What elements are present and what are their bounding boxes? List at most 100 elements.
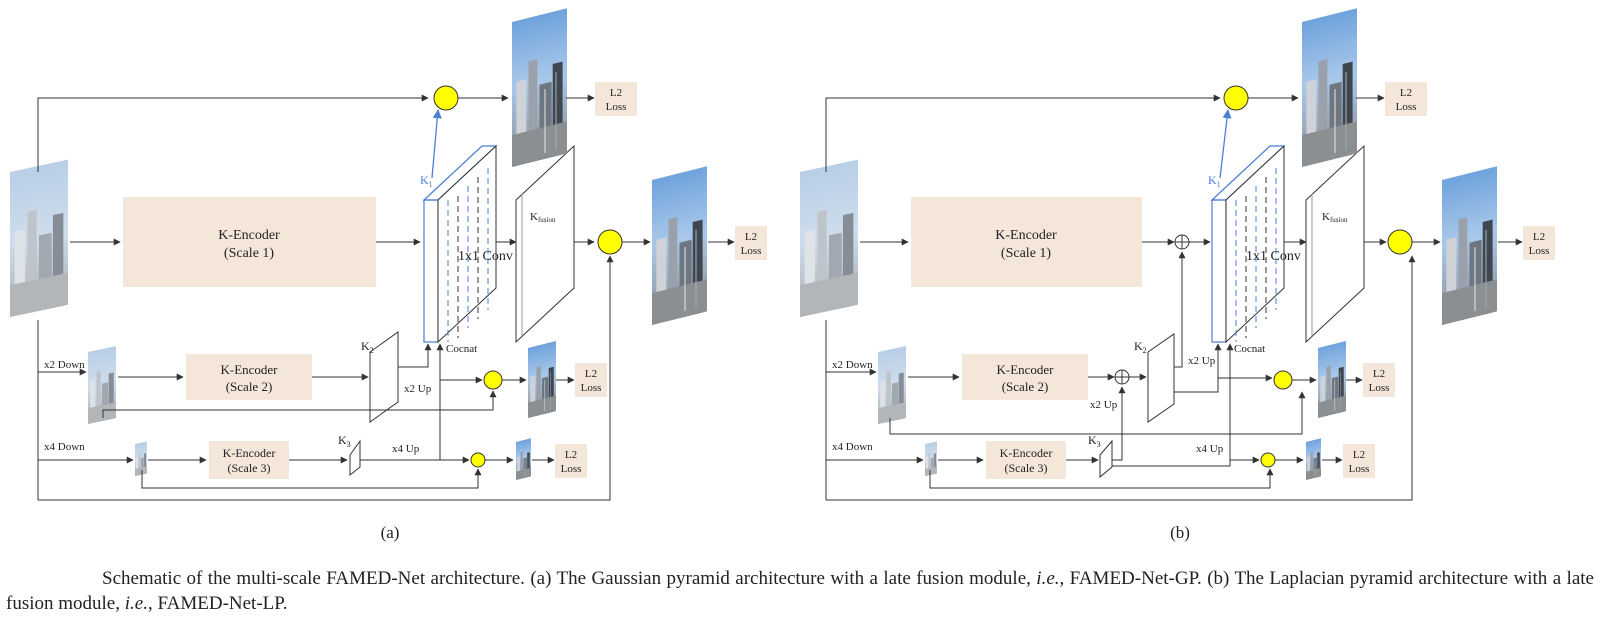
loss-line1: L2: [1400, 87, 1412, 99]
input-image-scale3: [925, 441, 937, 476]
caption-part1: Schematic of the multi-scale FAMED-Net a…: [102, 568, 1037, 589]
encoder-box-scale1: [911, 197, 1142, 287]
k1-label: K1: [1208, 173, 1221, 189]
output-image-scale2: [1317, 340, 1347, 419]
output-image-final: [1440, 164, 1499, 327]
conv-label: 1x1 Conv: [458, 249, 513, 264]
up-label-x2: x2 Up: [404, 383, 432, 395]
output-image-top: [510, 6, 569, 169]
encoder-name-scale2: K-Encoder: [220, 362, 278, 377]
k3-label: K3: [338, 433, 351, 449]
kfusion-block: [515, 144, 575, 344]
kfusion-label: Kfusion: [1322, 211, 1348, 224]
kfusion-label: Kfusion: [530, 211, 556, 224]
k3-label: K3: [1088, 433, 1101, 449]
loss-line2: Loss: [1369, 382, 1390, 394]
fusion-circle-scale3: [1260, 452, 1276, 468]
k2-label: K2: [361, 339, 374, 355]
loss-line1: L2: [1533, 231, 1545, 243]
concat-label: Cocnat: [1234, 343, 1265, 355]
encoder-name-scale1: K-Encoder: [218, 228, 280, 243]
encoder-name-scale1: K-Encoder: [995, 228, 1057, 243]
loss-line2: Loss: [581, 382, 602, 394]
caption-ie2: i.e.: [124, 593, 148, 614]
output-image-scale3: [515, 437, 532, 481]
input-image-scale2: [878, 346, 906, 424]
loss-box-scale2: [575, 363, 607, 397]
loss-line2: Loss: [1396, 101, 1417, 113]
encoder-name-scale2: K-Encoder: [996, 362, 1054, 377]
output-image-scale2: [527, 340, 557, 419]
input-image-scale2: [88, 346, 116, 424]
input-image-scale1: [800, 159, 858, 317]
loss-box-final: [1523, 226, 1555, 260]
loss-line1: L2: [1373, 368, 1385, 380]
loss-line1: L2: [585, 368, 597, 380]
k2-block: [369, 331, 399, 423]
output-image-top: [1300, 6, 1359, 169]
k3-block: [1099, 439, 1113, 479]
k2-label: K2: [1134, 339, 1147, 355]
loss-box-scale3: [1343, 444, 1375, 478]
conv-label: 1x1 Conv: [1246, 249, 1301, 264]
encoder-scale-scale1: (Scale 1): [1001, 246, 1051, 261]
caption-part3: , FAMED-Net-LP.: [147, 593, 288, 614]
loss-line1: L2: [745, 231, 757, 243]
loss-line1: L2: [1353, 449, 1365, 461]
fusion-circle-final: [1387, 229, 1413, 255]
down-label-x4: x4 Down: [44, 441, 85, 453]
up-label-x2-bottom: x2 Up: [1090, 399, 1118, 411]
k2-block: [1147, 333, 1175, 423]
output-image-scale3: [1305, 437, 1322, 481]
panel-b-sublabel: (b): [1170, 523, 1190, 542]
fusion-circle-scale1-top: [1223, 85, 1249, 111]
up-label-x4: x4 Up: [1196, 443, 1224, 455]
fusion-circle-final: [597, 229, 623, 255]
fusion-circle-scale2: [1273, 370, 1293, 390]
caption-part2: , FAMED-Net-GP. (b) The Laplacian pyrami…: [6, 568, 1594, 614]
figure-caption: Schematic of the multi-scale FAMED-Net a…: [6, 566, 1594, 616]
loss-box-scale3: [555, 444, 587, 478]
fusion-circle-scale2: [483, 370, 503, 390]
loss-box-top: [595, 82, 637, 116]
loss-line2: Loss: [1529, 245, 1550, 257]
encoder-scale-scale3: (Scale 3): [1005, 461, 1048, 475]
kfusion-block: [1305, 144, 1365, 344]
encoder-box-scale3: [986, 441, 1066, 479]
encoder-scale-scale3: (Scale 3): [228, 461, 271, 475]
panel-b: K-Encoder (Scale 1) K-Encoder (Scale 2) …: [800, 6, 1555, 542]
down-label-x2: x2 Down: [44, 359, 85, 371]
k1-label: K1: [420, 173, 433, 189]
loss-box-final: [735, 226, 767, 260]
concat-label: Cocnat: [446, 343, 477, 355]
down-label-x2: x2 Down: [832, 359, 873, 371]
encoder-name-scale3: K-Encoder: [223, 446, 276, 460]
panel-a-sublabel: (a): [381, 523, 400, 542]
loss-line1: L2: [610, 87, 622, 99]
fusion-circle-scale3: [470, 452, 486, 468]
output-image-final: [650, 164, 709, 327]
input-image-scale1: [10, 159, 68, 317]
loss-line1: L2: [565, 449, 577, 461]
k1-feature-stack: [1210, 144, 1286, 344]
up-label-x2-top: x2 Up: [1188, 355, 1216, 367]
up-label-x4: x4 Up: [392, 443, 420, 455]
loss-box-scale2: [1363, 363, 1395, 397]
encoder-scale-scale2: (Scale 2): [226, 379, 273, 394]
architecture-figure: K-Encoder (Scale 1) K-Encoder (Scale 2) …: [10, 6, 1555, 542]
encoder-box-scale2: [186, 354, 312, 400]
encoder-scale-scale2: (Scale 2): [1002, 379, 1049, 394]
k3-block: [349, 439, 361, 477]
down-label-x4: x4 Down: [832, 441, 873, 453]
encoder-box-scale2: [962, 354, 1088, 400]
fusion-circle-scale1-top: [433, 85, 459, 111]
input-image-scale3: [135, 441, 147, 476]
loss-line2: Loss: [606, 101, 627, 113]
panel-a: K-Encoder (Scale 1) K-Encoder (Scale 2) …: [10, 6, 767, 542]
loss-line2: Loss: [1349, 463, 1370, 475]
k1-feature-stack: [422, 144, 498, 344]
encoder-scale-scale1: (Scale 1): [224, 246, 274, 261]
encoder-name-scale3: K-Encoder: [1000, 446, 1053, 460]
caption-ie1: i.e.: [1036, 568, 1060, 589]
loss-line2: Loss: [741, 245, 762, 257]
